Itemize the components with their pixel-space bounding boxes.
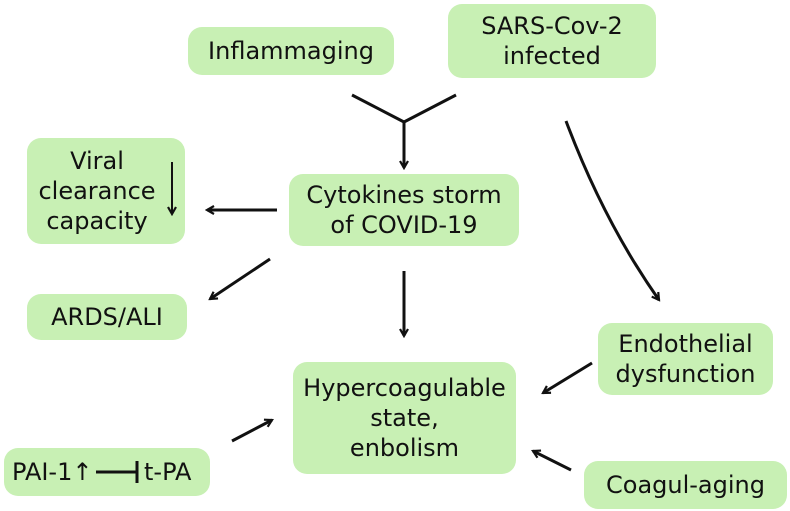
merge-left-line — [351, 93, 405, 124]
viral-label-line1: Viral — [70, 147, 124, 175]
inflammaging-label: Inflammaging — [208, 37, 374, 65]
tpa-label: t-PA — [144, 458, 192, 486]
pai-label: PAI-1↑ — [12, 458, 93, 486]
viral-label-line2: clearance — [38, 177, 156, 205]
endothelial-dysfunction-node: Endothelial dysfunction — [598, 323, 773, 395]
sars-label-line1: SARS-Cov-2 — [481, 12, 623, 40]
sars-label-line2: infected — [503, 42, 601, 70]
sars-cov-2-node: SARS-Cov-2 infected — [448, 4, 656, 78]
viral-clearance-node: Viral clearance capacity — [27, 138, 185, 244]
arrow-to-ards — [210, 257, 271, 301]
cytokines-label-line2: of COVID-19 — [330, 211, 478, 239]
coagul-aging-node: Coagul-aging — [584, 461, 787, 509]
endo-label-line2: dysfunction — [615, 360, 756, 388]
coagul-label: Coagul-aging — [606, 471, 765, 499]
viral-label-line3: capacity — [46, 207, 148, 235]
arrow-pai-to-hyper — [231, 420, 272, 443]
hypercoagulable-node: Hypercoagulable state, enbolism — [293, 362, 516, 474]
merge-right-line — [403, 93, 457, 124]
inflammaging-node: Inflammaging — [188, 27, 394, 75]
ards-ali-node: ARDS/ALI — [27, 294, 187, 340]
arrow-sars-to-endothelial — [564, 120, 659, 300]
arrow-coagul-to-hyper — [533, 451, 572, 472]
hyper-label-line3: enbolism — [349, 434, 460, 462]
cytokines-storm-node: Cytokines storm of COVID-19 — [289, 174, 519, 246]
hyper-label-line2: state, — [370, 404, 439, 432]
arrow-endothelial-to-hyper — [543, 361, 593, 395]
ards-label: ARDS/ALI — [51, 303, 163, 331]
hyper-label-line1: Hypercoagulable — [303, 374, 506, 402]
cytokines-label-line1: Cytokines storm — [306, 181, 502, 209]
endo-label-line1: Endothelial — [618, 330, 753, 358]
